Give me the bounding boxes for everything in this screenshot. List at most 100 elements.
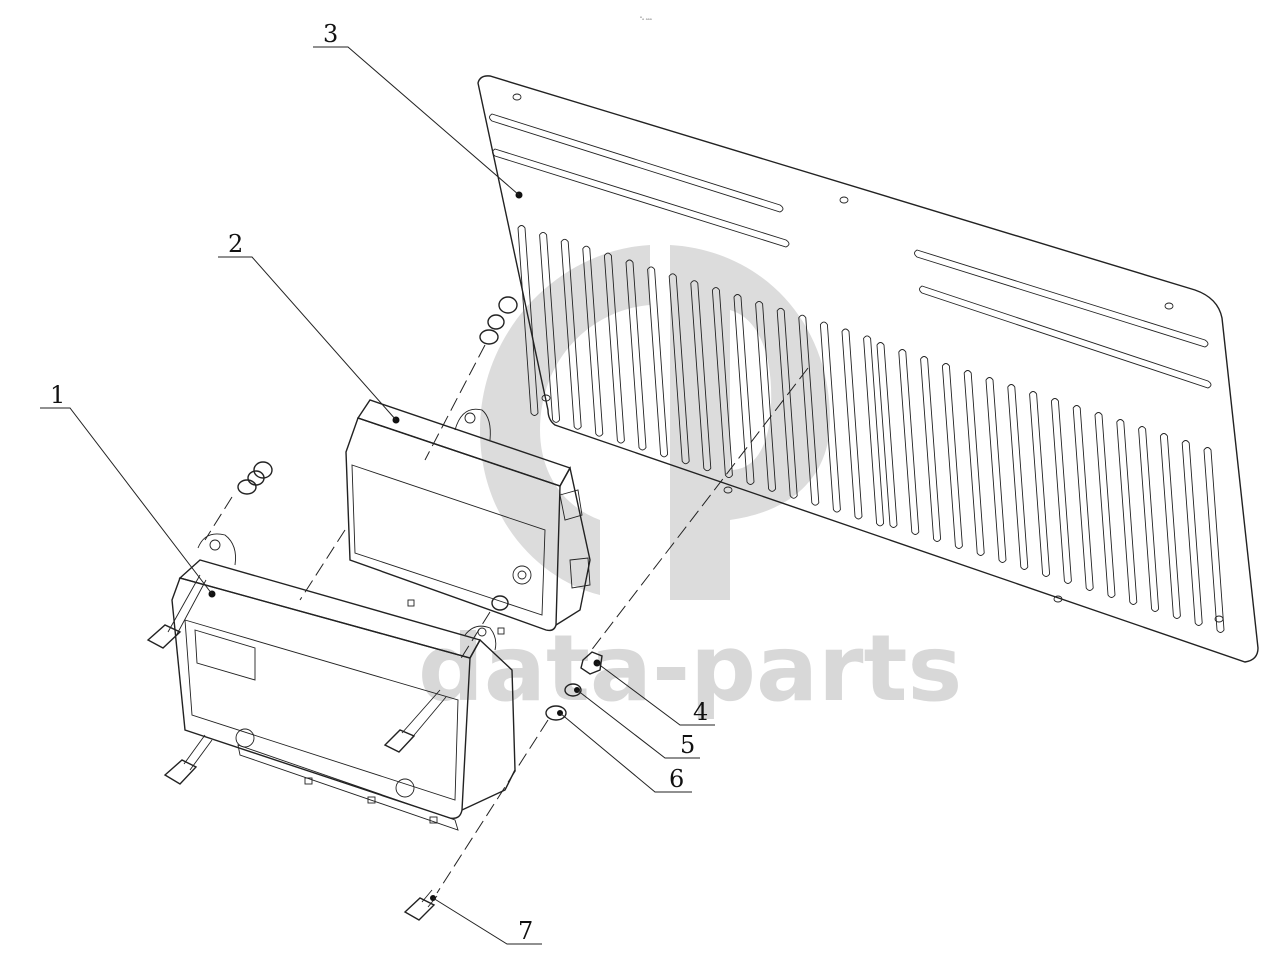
leader-line	[559, 712, 692, 793]
vent-slots	[517, 225, 1225, 633]
leader-line	[432, 897, 542, 945]
bolt-head	[163, 759, 198, 785]
callout-label-2: 2	[228, 230, 243, 258]
part-7-bolt	[403, 889, 438, 921]
vent-slot	[1116, 419, 1138, 605]
bolt-shank	[183, 734, 213, 771]
controller-box-front	[171, 533, 516, 831]
vent-slot	[1203, 447, 1225, 633]
callout-7: 7	[432, 897, 542, 945]
vent-slot	[1007, 384, 1029, 570]
watermark-logo-right	[670, 245, 830, 600]
flat-washer	[545, 705, 567, 721]
callouts: 1 2 3 4 5 6 7	[40, 20, 715, 945]
watermark-logo-left	[480, 245, 650, 595]
callout-label-3: 3	[323, 20, 338, 48]
vent-slot	[560, 238, 582, 430]
vent-slot	[1159, 433, 1181, 619]
washer	[491, 595, 509, 611]
plate-hole	[541, 394, 551, 402]
watermark-text: data-parts	[418, 615, 962, 722]
plate-hole	[723, 486, 733, 494]
plate-hole	[512, 93, 522, 101]
vent-slot	[798, 314, 820, 506]
assembly-line	[299, 529, 346, 601]
box-front-bracket-right	[464, 625, 497, 651]
vent-slot	[1094, 412, 1116, 598]
vent-slot	[876, 342, 898, 528]
box-front-tab	[367, 796, 376, 804]
callout-4: 4	[596, 662, 715, 726]
box-front-bottom-rail	[237, 744, 459, 831]
vent-slot	[985, 377, 1007, 563]
bolt	[146, 574, 207, 649]
vent-slot	[841, 328, 863, 520]
assembly-line	[436, 719, 549, 894]
callout-1: 1	[40, 381, 213, 595]
spring-washer	[487, 314, 505, 330]
bolt-head	[383, 729, 416, 753]
assembly-line	[459, 611, 491, 661]
box-front-bracket	[197, 533, 236, 566]
callout-label-4: 4	[693, 698, 708, 726]
assembly-line	[204, 496, 233, 541]
box-front-inset	[184, 619, 459, 801]
vent-slot	[539, 231, 561, 423]
vent-slot	[668, 273, 690, 465]
long-slot	[914, 249, 1209, 348]
callout-6: 6	[559, 712, 692, 793]
vent-slot	[1072, 405, 1094, 591]
callout-2: 2	[218, 230, 397, 421]
fastener-stack-upper	[479, 296, 518, 345]
box-rear-bracket	[454, 408, 491, 441]
bolt-head	[403, 897, 436, 921]
header-mark: ᵒₒ ₒₒₒ	[640, 16, 652, 22]
long-slot	[489, 113, 784, 213]
flat-washer	[237, 479, 257, 495]
vent-slot	[941, 363, 963, 549]
vent-slot	[863, 335, 885, 527]
vent-slot	[1050, 398, 1072, 584]
vent-slot	[517, 225, 539, 416]
plate-hole	[1164, 302, 1174, 310]
flat-washer	[479, 329, 499, 345]
nut	[253, 461, 273, 479]
nut	[498, 296, 518, 314]
vent-slot	[582, 245, 604, 437]
callout-3: 3	[313, 20, 520, 196]
vent-slot	[625, 259, 647, 451]
plate-hole	[1053, 595, 1063, 603]
callout-5: 5	[576, 689, 700, 759]
bolt	[383, 689, 447, 753]
bracket-hole	[209, 539, 221, 551]
hex-nut	[580, 651, 603, 675]
box-rear-face	[351, 464, 546, 616]
box-rear-side	[555, 466, 591, 626]
box-rear-connector	[559, 489, 591, 589]
leader-line	[576, 689, 700, 759]
bracket-hole	[464, 412, 476, 424]
leader-line	[218, 256, 397, 421]
callout-label-7: 7	[518, 917, 533, 945]
vent-plate-outline	[477, 75, 1259, 663]
box-rear-tab	[407, 599, 415, 607]
fastener-stack-upper-left	[237, 461, 273, 495]
assembly-line	[424, 344, 486, 461]
vent-slot	[603, 252, 625, 444]
box-rear-front	[345, 417, 561, 632]
spring-washer	[564, 683, 582, 697]
bolt-shank	[167, 574, 207, 637]
box-rear-tab	[497, 627, 505, 635]
leader-line	[313, 46, 520, 196]
box-front-tab	[304, 777, 313, 785]
vent-slot	[1181, 440, 1203, 626]
vent-slot	[733, 294, 755, 485]
vent-slot	[1138, 426, 1160, 612]
long-slot	[919, 285, 1212, 389]
assembly-lines	[204, 344, 809, 894]
vent-slot	[963, 370, 985, 556]
watermark: data-parts	[418, 245, 962, 722]
leader-line	[596, 662, 715, 726]
box-rear-stud-inner	[517, 570, 527, 580]
vent-slot	[755, 300, 777, 492]
